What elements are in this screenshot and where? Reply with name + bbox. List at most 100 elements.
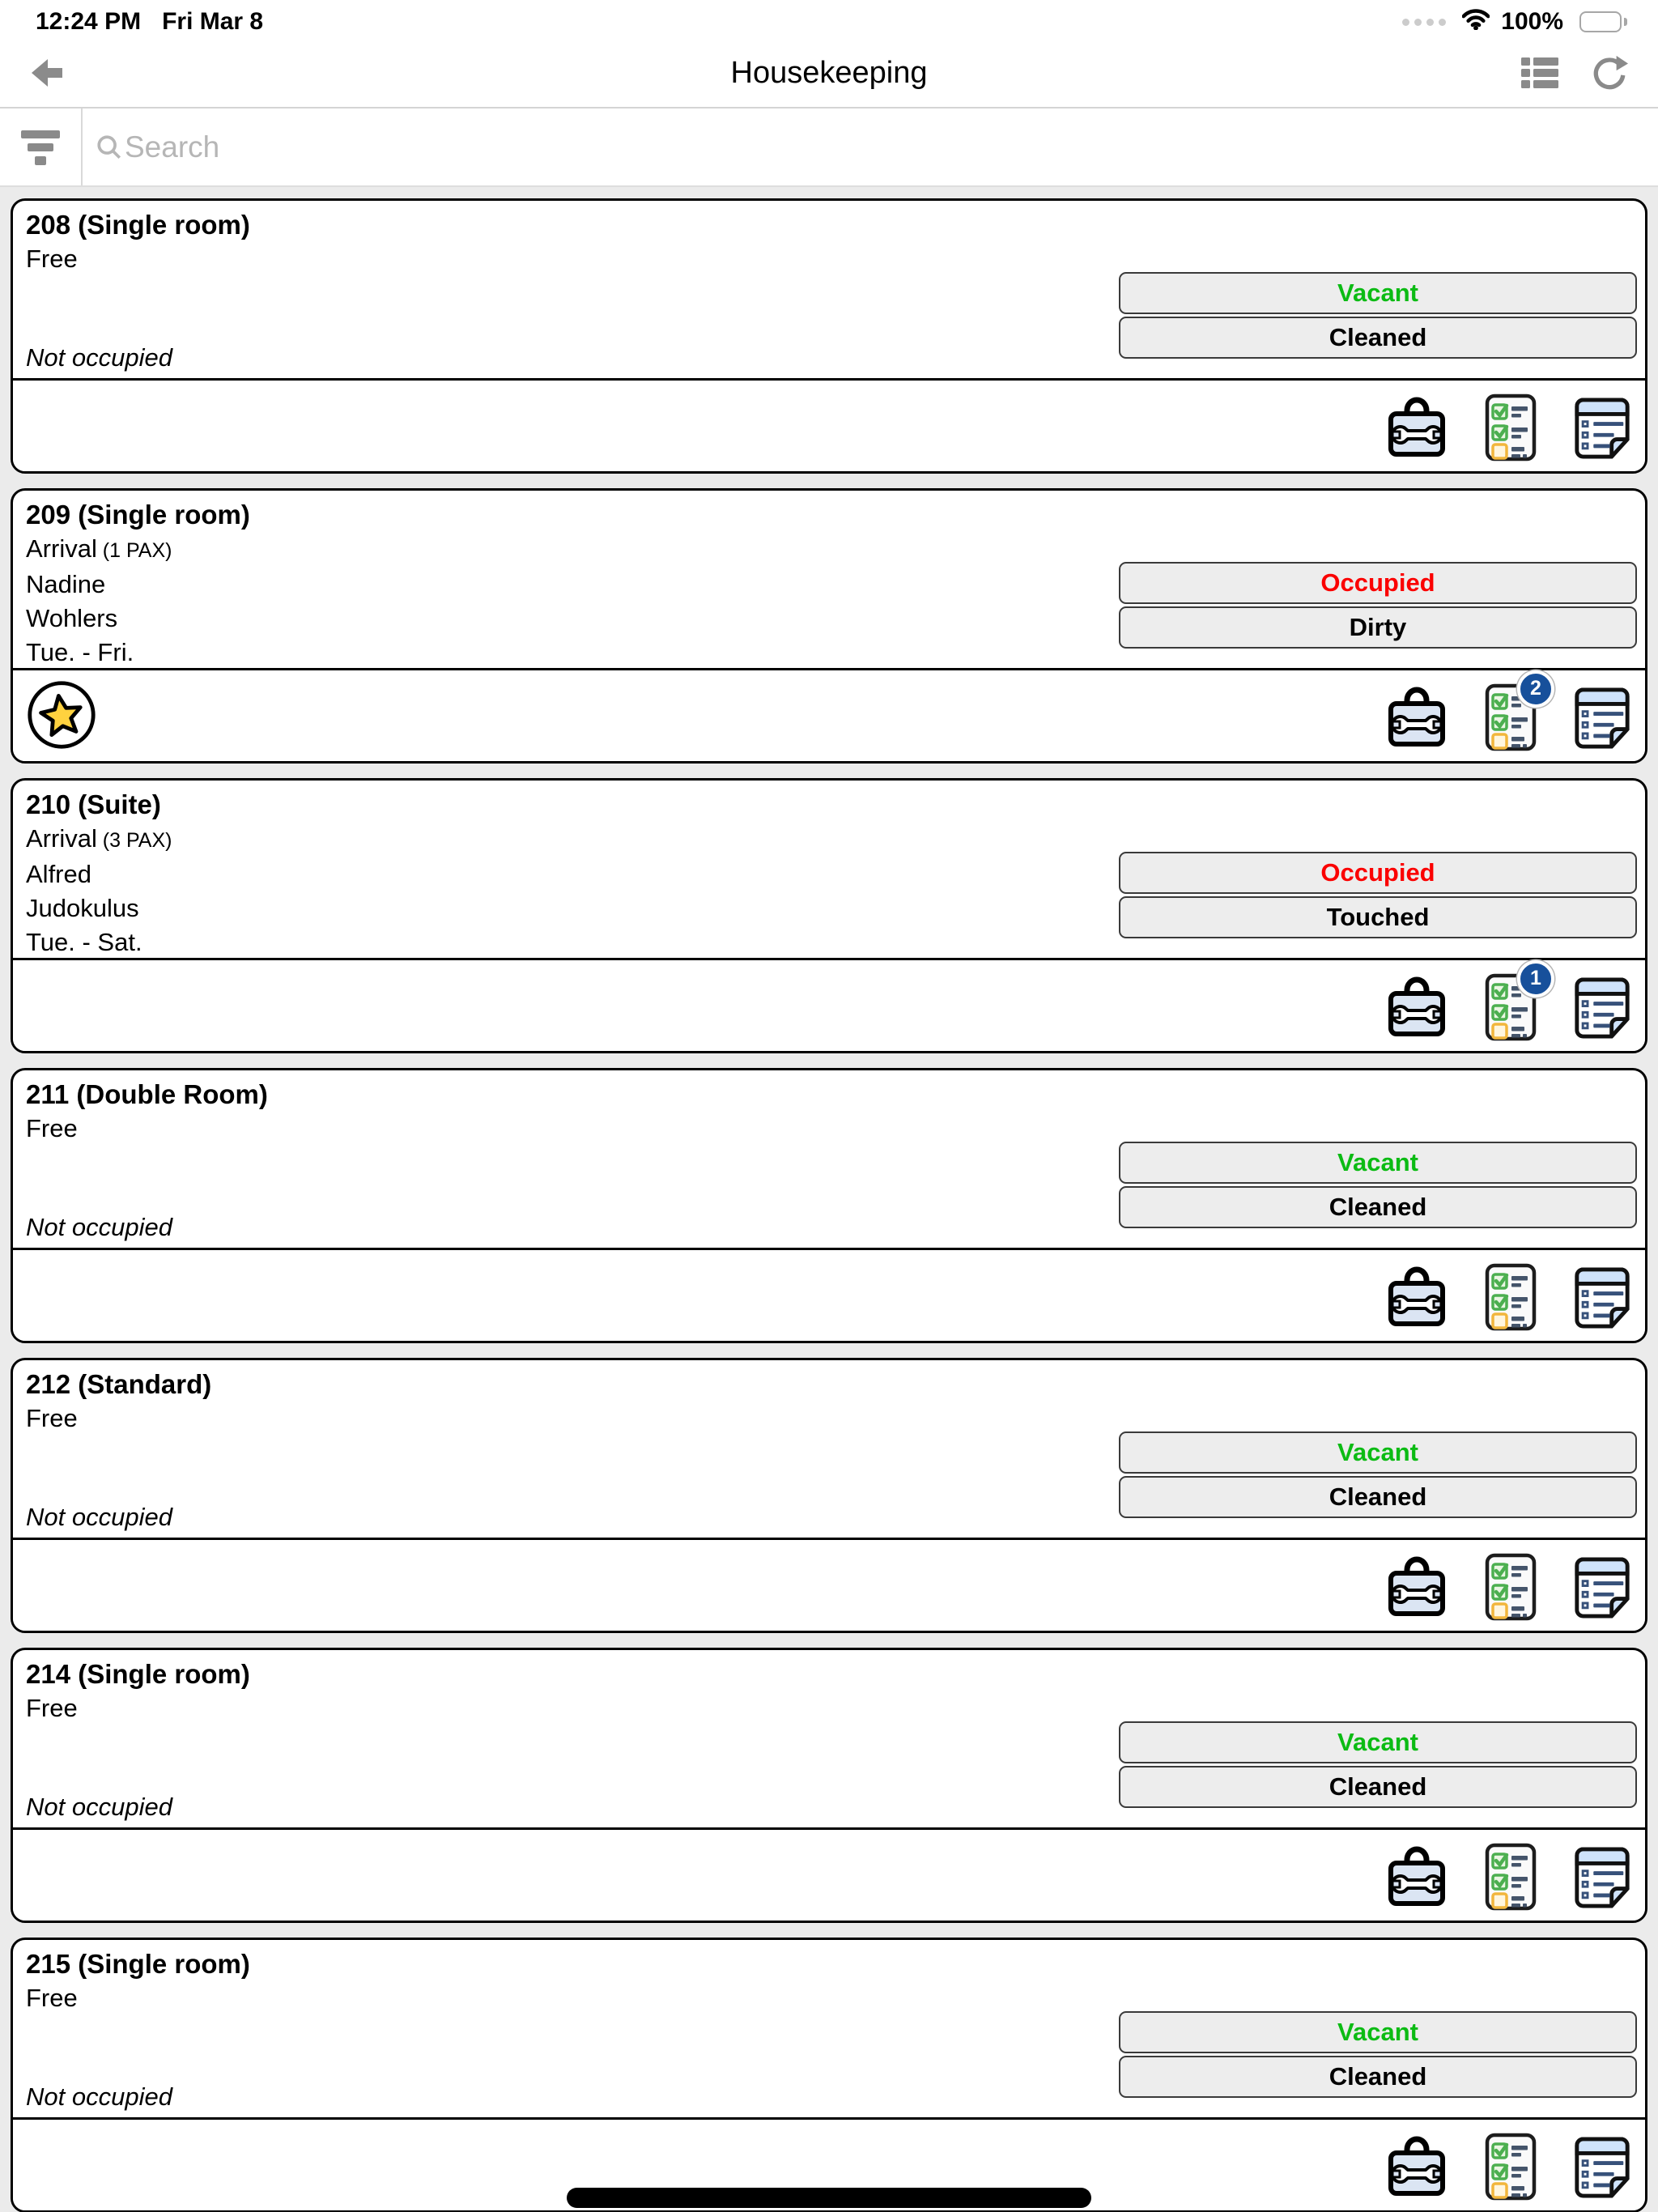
cleaning-status-button[interactable]: Cleaned xyxy=(1119,1766,1637,1808)
checklist-icon[interactable]: 2 xyxy=(1485,670,1554,751)
occupancy-status: Free xyxy=(26,1404,78,1432)
occupancy-status-button[interactable]: Vacant xyxy=(1119,1721,1637,1763)
room-status-buttons: Vacant Cleaned xyxy=(1119,1431,1637,1518)
occupancy-status-button[interactable]: Occupied xyxy=(1119,852,1637,894)
magnifier-icon xyxy=(97,134,121,159)
room-title: 214 (Single room) xyxy=(26,1659,250,1689)
occupancy-status-button[interactable]: Vacant xyxy=(1119,1431,1637,1474)
room-title: 210 (Suite) xyxy=(26,789,161,819)
room-card-icon-section: 2 xyxy=(13,670,1645,761)
not-occupied-label: Not occupied xyxy=(26,1213,172,1241)
filter-button[interactable] xyxy=(18,126,63,168)
search-bar xyxy=(0,108,1658,187)
guest-last-name: Judokulus xyxy=(26,894,139,922)
not-occupied-label: Not occupied xyxy=(26,2082,172,2111)
maintenance-toolbox-icon[interactable] xyxy=(1384,1846,1449,1908)
room-card[interactable]: 212 (Standard) Free Not occupied Vacant … xyxy=(11,1358,1647,1633)
list-view-button[interactable] xyxy=(1520,55,1559,91)
battery-percent: 100% xyxy=(1501,8,1563,35)
room-status-buttons: Occupied Touched xyxy=(1119,852,1637,938)
maintenance-toolbox-icon[interactable] xyxy=(1384,687,1449,748)
room-card-list: 208 (Single room) Free Not occupied Vaca… xyxy=(0,187,1658,2212)
room-card-info-section: 214 (Single room) Free Not occupied Vaca… xyxy=(13,1650,1645,1830)
checklist-icon[interactable] xyxy=(1485,1553,1537,1621)
room-title: 209 (Single room) xyxy=(26,500,250,530)
cleaning-status-button[interactable]: Cleaned xyxy=(1119,317,1637,359)
room-card[interactable]: 209 (Single room) Arrival (1 PAX) Nadine… xyxy=(11,488,1647,764)
wifi-icon xyxy=(1461,8,1490,36)
status-bar: 12:24 PM Fri Mar 8 100% xyxy=(0,0,1658,39)
maintenance-toolbox-icon[interactable] xyxy=(1384,2136,1449,2197)
room-status-buttons: Occupied Dirty xyxy=(1119,562,1637,649)
refresh-button[interactable] xyxy=(1590,55,1629,91)
room-status-buttons: Vacant Cleaned xyxy=(1119,2011,1637,2098)
maintenance-toolbox-icon[interactable] xyxy=(1384,397,1449,458)
room-status-buttons: Vacant Cleaned xyxy=(1119,1142,1637,1228)
occupancy-status-button[interactable]: Occupied xyxy=(1119,562,1637,604)
home-indicator[interactable] xyxy=(567,2188,1091,2208)
room-card-info-section: 210 (Suite) Arrival (3 PAX) Alfred Judok… xyxy=(13,781,1645,960)
cleaning-status-button[interactable]: Touched xyxy=(1119,896,1637,938)
filter-funnel-icon xyxy=(21,130,60,165)
room-title: 208 (Single room) xyxy=(26,210,250,240)
room-card[interactable]: 211 (Double Room) Free Not occupied Vaca… xyxy=(11,1068,1647,1343)
occupancy-status: Free xyxy=(26,1984,78,2012)
maintenance-toolbox-icon[interactable] xyxy=(1384,976,1449,1038)
occupancy-status: Arrival (1 PAX) xyxy=(26,534,172,563)
checklist-icon[interactable] xyxy=(1485,2133,1537,2201)
search-input[interactable] xyxy=(125,130,1642,164)
checklist-icon[interactable] xyxy=(1485,1843,1537,1911)
occupancy-status-button[interactable]: Vacant xyxy=(1119,272,1637,314)
occupancy-status-button[interactable]: Vacant xyxy=(1119,1142,1637,1184)
checklist-icon[interactable] xyxy=(1485,393,1537,462)
room-card[interactable]: 208 (Single room) Free Not occupied Vaca… xyxy=(11,198,1647,474)
cleaning-status-button[interactable]: Cleaned xyxy=(1119,1476,1637,1518)
clock: 12:24 PM xyxy=(36,8,142,35)
room-card-info-section: 208 (Single room) Free Not occupied Vaca… xyxy=(13,201,1645,381)
guest-first-name: Alfred xyxy=(26,860,91,888)
refresh-icon xyxy=(1593,55,1629,90)
maintenance-toolbox-icon[interactable] xyxy=(1384,1556,1449,1618)
guest-last-name: Wohlers xyxy=(26,604,118,632)
back-arrow-icon xyxy=(32,59,62,87)
checklist-icon[interactable] xyxy=(1485,1263,1537,1331)
notes-icon[interactable] xyxy=(1572,975,1632,1040)
not-occupied-label: Not occupied xyxy=(26,1793,172,1821)
occupancy-status-button[interactable]: Vacant xyxy=(1119,2011,1637,2053)
cleaning-status-button[interactable]: Dirty xyxy=(1119,606,1637,649)
room-card-icon-section xyxy=(13,1253,1645,1341)
cleaning-status-button[interactable]: Cleaned xyxy=(1119,2056,1637,2098)
not-occupied-label: Not occupied xyxy=(26,1503,172,1531)
checklist-badge: 1 xyxy=(1517,959,1554,998)
notes-icon[interactable] xyxy=(1572,395,1632,460)
notes-icon[interactable] xyxy=(1572,685,1632,750)
back-button[interactable] xyxy=(31,57,68,89)
page-title: Housekeeping xyxy=(730,55,928,90)
guest-first-name: Nadine xyxy=(26,570,106,598)
room-card[interactable]: 215 (Single room) Free Not occupied Vaca… xyxy=(11,1938,1647,2212)
maintenance-toolbox-icon[interactable] xyxy=(1384,1266,1449,1328)
status-bar-left: 12:24 PM Fri Mar 8 xyxy=(36,8,263,36)
date: Fri Mar 8 xyxy=(162,8,264,35)
room-card-icon-section xyxy=(13,1832,1645,1921)
notes-icon[interactable] xyxy=(1572,2134,1632,2199)
battery-icon xyxy=(1579,11,1627,32)
cleaning-status-button[interactable]: Cleaned xyxy=(1119,1186,1637,1228)
checklist-icon[interactable]: 1 xyxy=(1485,959,1554,1041)
notes-icon[interactable] xyxy=(1572,1265,1632,1329)
room-card-info-section: 212 (Standard) Free Not occupied Vacant … xyxy=(13,1360,1645,1540)
list-view-icon xyxy=(1521,57,1558,88)
room-title: 212 (Standard) xyxy=(26,1369,212,1399)
room-card-icon-section xyxy=(13,1542,1645,1631)
room-card-info-section: 209 (Single room) Arrival (1 PAX) Nadine… xyxy=(13,491,1645,670)
notes-icon[interactable] xyxy=(1572,1844,1632,1909)
pax-count: (1 PAX) xyxy=(96,539,172,562)
navigation-bar: Housekeeping xyxy=(0,39,1658,108)
room-card[interactable]: 210 (Suite) Arrival (3 PAX) Alfred Judok… xyxy=(11,778,1647,1053)
status-bar-right: 100% xyxy=(1402,8,1627,36)
room-card[interactable]: 214 (Single room) Free Not occupied Vaca… xyxy=(11,1648,1647,1923)
stay-dates: Tue. - Fri. xyxy=(26,638,134,666)
notes-icon[interactable] xyxy=(1572,1555,1632,1619)
room-card-info-section: 211 (Double Room) Free Not occupied Vaca… xyxy=(13,1070,1645,1250)
